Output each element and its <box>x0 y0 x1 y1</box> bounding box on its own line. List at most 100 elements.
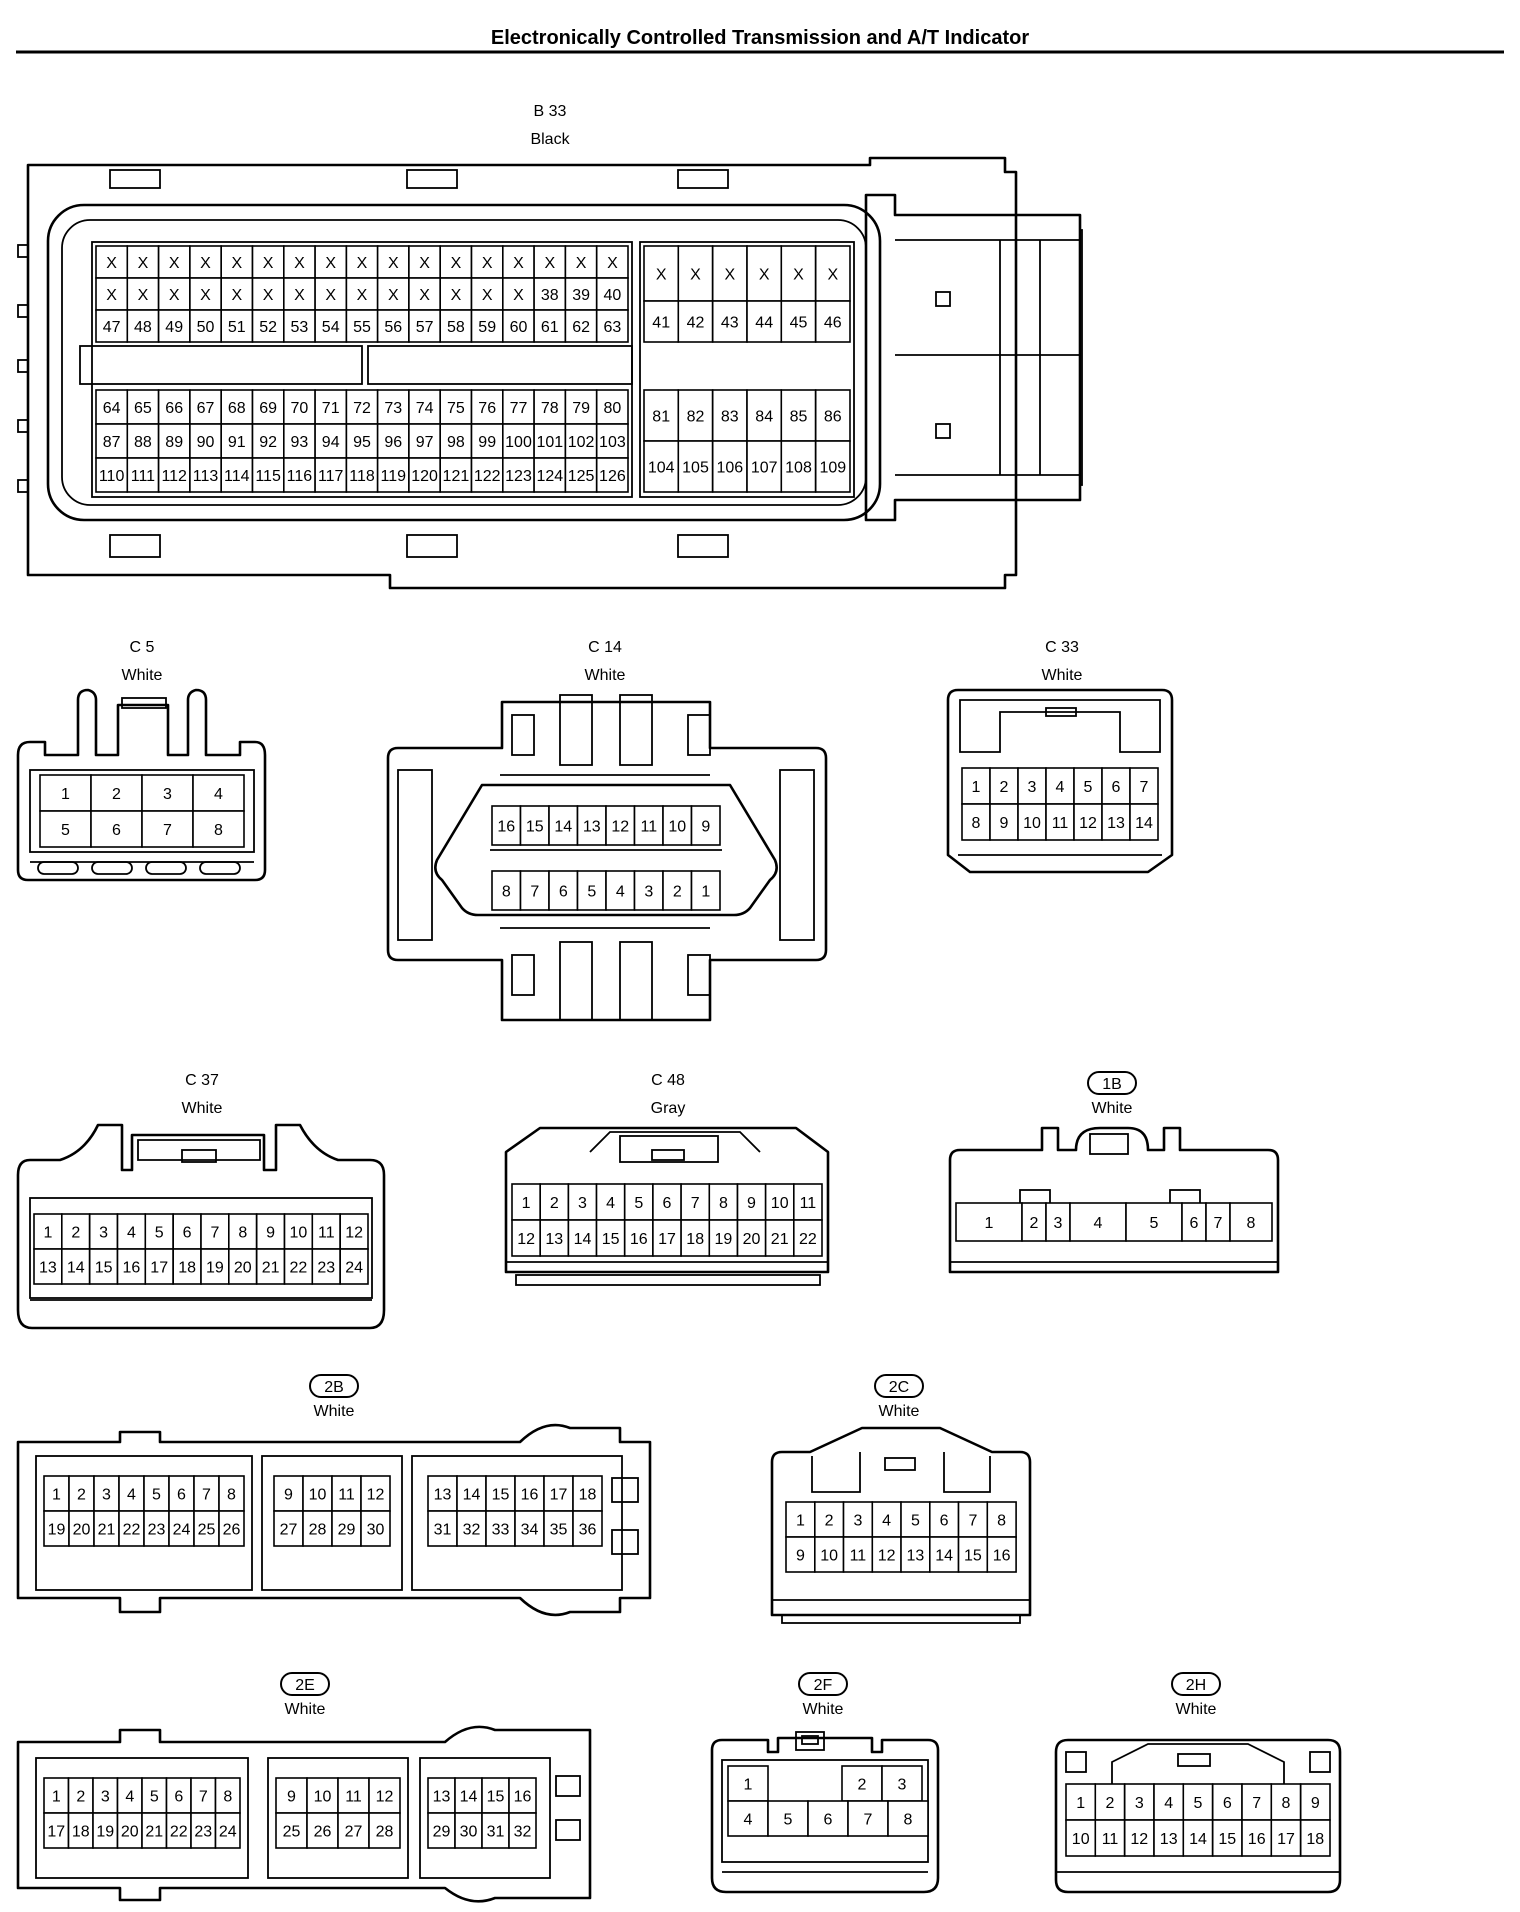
pin-cell <box>339 1248 369 1285</box>
pin-number: 1 <box>985 1215 994 1232</box>
pin-number: 3 <box>99 1225 108 1242</box>
pin-number: 1 <box>972 779 981 796</box>
pin-number: 9 <box>287 1789 296 1806</box>
pin-cell <box>711 245 748 302</box>
pin-number: 102 <box>568 434 595 451</box>
pin-cell <box>157 309 191 343</box>
pin-cell <box>345 457 379 493</box>
connector-housing <box>17 156 1083 590</box>
unused-pin-mark: X <box>200 287 211 304</box>
pin-cell <box>928 1536 960 1573</box>
pin-cell <box>986 1536 1017 1573</box>
pin-number: 7 <box>1140 779 1149 796</box>
pin-cell <box>302 1475 333 1512</box>
pin-number: 115 <box>255 468 281 485</box>
pin-cell <box>90 810 143 848</box>
pin-number: 88 <box>134 434 152 451</box>
unused-pin-mark: X <box>138 287 149 304</box>
pin-number: 13 <box>583 819 601 836</box>
pin-number: 101 <box>536 434 563 451</box>
pin-number: 23 <box>148 1522 166 1539</box>
pin-number: 10 <box>1023 815 1041 832</box>
pin-number: 53 <box>291 319 309 336</box>
pin-cell <box>282 277 316 311</box>
pin-number: 4 <box>214 786 223 803</box>
pin-cell <box>314 309 348 343</box>
pin-cell <box>408 423 441 459</box>
pin-cell <box>376 423 410 459</box>
unused-pin-mark: X <box>513 255 524 272</box>
pin-cell <box>306 1812 339 1849</box>
pin-number: 41 <box>652 315 670 332</box>
pin-cell <box>595 277 629 311</box>
pin-cell <box>1182 1819 1214 1857</box>
connector-housing <box>16 1725 592 1903</box>
pin-number: 52 <box>259 319 277 336</box>
pin-cell <box>68 1510 95 1547</box>
pin-number: 8 <box>214 822 223 839</box>
pin-number: 1 <box>744 1777 753 1794</box>
pin-number: 1 <box>522 1195 531 1212</box>
pin-number: 25 <box>198 1522 216 1539</box>
connector-color: Gray <box>651 1100 686 1117</box>
pin-number: 84 <box>755 409 773 426</box>
pin-number: 51 <box>228 319 246 336</box>
pin-cell <box>1205 1202 1231 1242</box>
pin-number: 11 <box>338 1487 355 1504</box>
pin-cell <box>189 277 222 311</box>
pin-number: 23 <box>194 1824 212 1841</box>
pin-number: 11 <box>318 1225 335 1242</box>
pin-number: 54 <box>322 319 340 336</box>
pin-number: 20 <box>234 1260 252 1277</box>
pin-number: 19 <box>715 1231 733 1248</box>
pin-number: 5 <box>1194 1795 1203 1812</box>
pin-cell <box>60 1248 91 1285</box>
pin-cell <box>633 870 664 911</box>
pin-cell <box>1211 1819 1243 1857</box>
pin-cell <box>141 774 194 812</box>
pin-number: 5 <box>61 822 70 839</box>
pin-cell <box>595 1219 626 1257</box>
connector-b33: B 33 Black <box>17 103 1083 590</box>
pin-number: 3 <box>101 1789 110 1806</box>
pin-number: 16 <box>521 1487 539 1504</box>
pin-number: 99 <box>478 434 496 451</box>
pin-number: 4 <box>127 1487 136 1504</box>
pin-cell <box>302 1510 333 1547</box>
pin-number: 43 <box>721 315 739 332</box>
pin-number: 10 <box>771 1195 789 1212</box>
pin-number: 27 <box>280 1522 298 1539</box>
pin-number: 2 <box>825 1513 834 1530</box>
pin-number: 47 <box>103 319 121 336</box>
pin-cell <box>218 1510 245 1547</box>
pin-number: 55 <box>353 319 371 336</box>
unused-pin-mark: X <box>231 255 242 272</box>
connector-housing <box>16 1423 652 1617</box>
pin-cell <box>595 423 629 459</box>
pin-number: 5 <box>911 1513 920 1530</box>
pin-cell <box>955 1202 1023 1242</box>
pin-number: 8 <box>719 1195 728 1212</box>
pin-cell <box>595 389 629 425</box>
pin-cell <box>1021 1202 1047 1242</box>
pin-number: 8 <box>1282 1795 1291 1812</box>
pin-number: 78 <box>541 400 559 417</box>
pin-number: 13 <box>434 1487 452 1504</box>
pin-cell <box>814 245 851 302</box>
pin-number: 70 <box>291 400 309 417</box>
connector-color: White <box>182 1100 223 1117</box>
pin-number: 14 <box>67 1260 85 1277</box>
unused-pin-mark: X <box>325 255 336 272</box>
pin-number: 60 <box>510 319 528 336</box>
pin-cell <box>218 1475 245 1512</box>
pin-cell <box>533 389 567 425</box>
pin-number: 69 <box>259 400 277 417</box>
pin-cell <box>168 1475 195 1512</box>
pin-cell <box>764 1183 795 1221</box>
pin-cell <box>439 309 473 343</box>
pin-cell <box>564 245 598 279</box>
pin-number: 4 <box>127 1225 136 1242</box>
